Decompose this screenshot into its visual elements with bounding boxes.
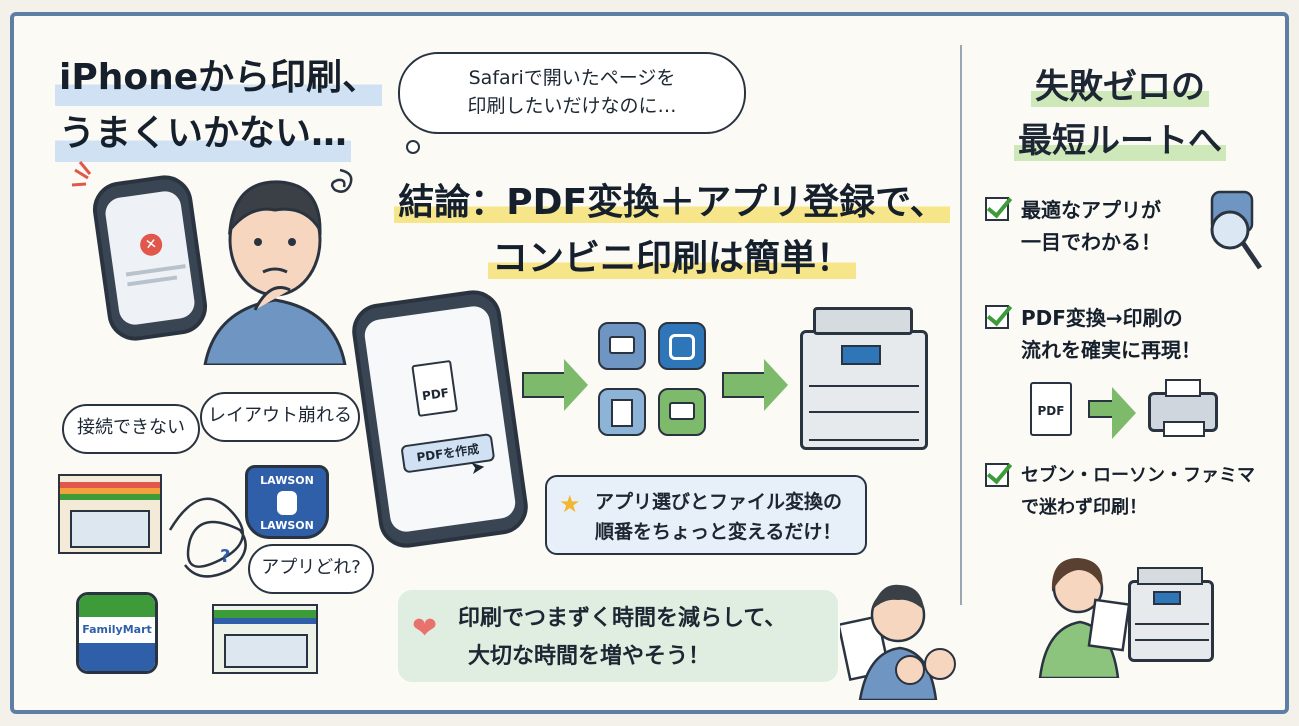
store-stripe	[60, 488, 160, 494]
checkbox-checked-icon	[985, 463, 1009, 487]
error-text-line	[127, 275, 178, 287]
tangled-lines-icon: ?	[168, 497, 247, 578]
tip-line1: アプリ選びとファイル変換の	[595, 491, 843, 513]
lawson-logo: LAWSON LAWSON	[245, 465, 329, 539]
left-title-line2: うまくいかない…	[55, 106, 352, 162]
familymart-store	[212, 604, 318, 674]
benefit-item-1: 最適なアプリが 一目でわかる！	[985, 194, 1161, 258]
error-icon: ✕	[138, 232, 164, 258]
bubble-connect-text: 接続できない	[77, 417, 185, 438]
pdf-file-label-small: PDF	[1037, 404, 1065, 418]
benefit-1-line2: 一目でわかる！	[1021, 230, 1161, 254]
store-stripe	[60, 482, 160, 488]
document-icon	[611, 399, 633, 427]
benefit-3-line1: セブン・ローソン・ファミマ	[1021, 465, 1255, 486]
thought-tail	[406, 140, 420, 154]
printer-tray	[1135, 623, 1209, 641]
smiling-woman-illustration	[1038, 558, 1131, 678]
app-tile-teal	[658, 322, 706, 370]
error-phone-screen: ✕	[103, 189, 197, 327]
flow-arrow-1	[522, 359, 588, 411]
lawson-logo-bottom: LAWSON	[260, 519, 314, 532]
bubble-app-text: アプリどれ?	[261, 557, 361, 578]
bubble-layout: レイアウト崩れる	[200, 392, 360, 442]
printer-scanner-lid	[1137, 567, 1203, 585]
right-title-line1: 失敗ゼロの	[1031, 67, 1209, 107]
bubble-layout-text: レイアウト崩れる	[208, 405, 352, 426]
left-title: iPhoneから印刷、 うまくいかない…	[55, 50, 383, 162]
right-title-line2: 最短ルートへ	[1014, 121, 1226, 161]
printer-tray	[809, 385, 919, 413]
confusion-squiggle-icon	[330, 168, 353, 193]
familymart-logo: FamilyMart	[76, 592, 158, 674]
thought-line2: 印刷したいだけなのに…	[467, 95, 677, 117]
pdf-phone-screen: PDF PDFを作成 ➤	[362, 304, 518, 534]
flow-arrow-2	[722, 359, 788, 411]
milk-can-icon	[277, 491, 297, 515]
cursor-icon: ➤	[468, 456, 487, 480]
store-window	[70, 510, 150, 548]
store-stripe	[214, 618, 316, 624]
printer-icon	[609, 336, 635, 354]
lawson-logo-top: LAWSON	[260, 474, 314, 487]
heart-icon: ❤	[412, 611, 438, 646]
familymart-stripe-blue	[79, 643, 155, 671]
store-stripe	[60, 494, 160, 500]
print-app-tile-green	[658, 388, 706, 436]
thought-bubble: Safariで開いたページを 印刷したいだけなのに…	[398, 52, 746, 154]
conclusion-line2: コンビニ印刷は簡単！	[487, 238, 856, 279]
tip-line2: 順番をちょっと変えるだけ！	[595, 521, 842, 543]
family-illustration	[840, 584, 956, 700]
printer-paper	[1165, 379, 1201, 397]
small-printer-icon	[1148, 379, 1218, 437]
store-stripe	[214, 610, 316, 618]
familymart-stripe-green	[79, 595, 155, 617]
bottom-line1: 印刷でつまずく時間を減らして、	[458, 606, 787, 631]
app-icon-square	[669, 334, 695, 360]
familymart-label: FamilyMart	[82, 623, 152, 636]
bottom-line2: 大切な時間を増やそう！	[468, 644, 711, 669]
seven-eleven-store	[58, 474, 162, 554]
magnifier-app-icon	[1210, 190, 1263, 270]
right-title: 失敗ゼロの 最短ルートへ	[990, 60, 1250, 168]
error-text-line	[125, 264, 186, 277]
printer-control-panel	[1153, 591, 1181, 605]
printer-tray	[809, 419, 919, 441]
print-app-tile-blue	[598, 322, 646, 370]
star-icon: ★	[559, 490, 581, 518]
conclusion-headline: 結論：PDF変換＋アプリ登録で、 コンビニ印刷は簡単！	[382, 175, 962, 287]
right-printer	[1128, 567, 1214, 662]
flow-arrow-3	[1088, 387, 1136, 439]
bottom-message: ❤ 印刷でつまずく時間を減らして、 大切な時間を増やそう！	[398, 590, 838, 682]
benefit-1-line1: 最適なアプリが	[1021, 198, 1161, 222]
pdf-file-icon: PDF	[411, 359, 459, 417]
stress-lines-icon	[71, 161, 92, 187]
benefit-3-line2: で迷わず印刷！	[1021, 497, 1147, 518]
benefit-item-3: セブン・ローソン・ファミマ で迷わず印刷！	[985, 460, 1255, 524]
bubble-connect: 接続できない	[62, 404, 200, 454]
left-title-line1: iPhoneから印刷、	[55, 50, 383, 106]
printer-paper	[1163, 421, 1205, 437]
thought-line1: Safariで開いたページを	[468, 67, 676, 89]
conclusion-line1: 結論：PDF変換＋アプリ登録で、	[394, 182, 950, 223]
benefit-item-2: PDF変換→印刷の 流れを確実に再現！	[985, 302, 1201, 366]
document-app-tile	[598, 388, 646, 436]
printer-icon	[669, 402, 695, 420]
pdf-file-icon-small: PDF	[1030, 382, 1072, 436]
bubble-app: アプリどれ?	[248, 544, 374, 594]
tip-box: ★ アプリ選びとファイル変換の 順番をちょっと変えるだけ！	[545, 475, 867, 555]
store-window	[224, 634, 308, 668]
benefit-2-line1: PDF変換→印刷の	[1021, 306, 1183, 330]
benefit-2-line2: 流れを確実に再現！	[1021, 338, 1201, 362]
printer-control-panel	[841, 345, 881, 365]
svg-text:?: ?	[220, 546, 230, 567]
checkbox-checked-icon	[985, 305, 1009, 329]
multifunction-printer	[800, 307, 928, 450]
pdf-file-label: PDF	[421, 385, 450, 404]
column-divider	[960, 45, 962, 605]
printer-scanner-lid	[813, 307, 913, 335]
worried-man-illustration	[203, 180, 347, 365]
checkbox-checked-icon	[985, 197, 1009, 221]
